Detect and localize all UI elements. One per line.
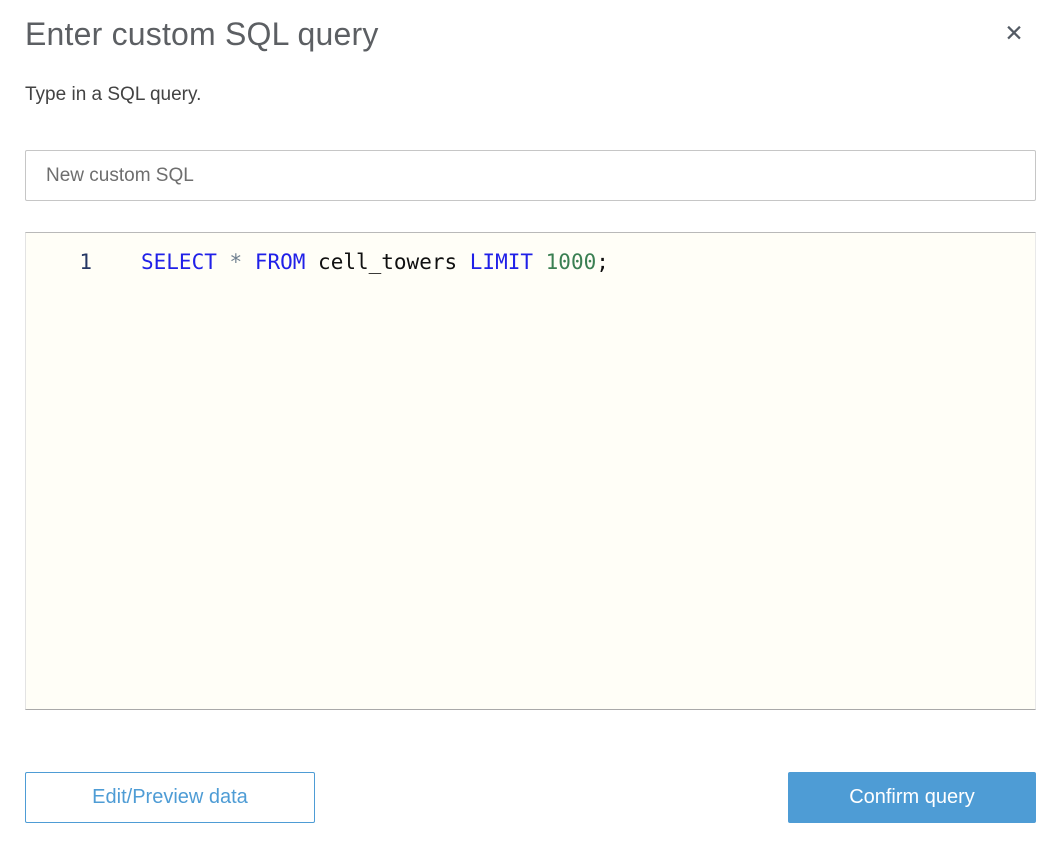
line-number: 1: [79, 250, 92, 274]
code-token-plain: [533, 250, 546, 274]
edit-preview-data-button[interactable]: Edit/Preview data: [25, 772, 315, 823]
close-icon[interactable]: ✕: [999, 18, 1029, 48]
code-token-keyword: LIMIT: [469, 250, 533, 274]
code-line-content: SELECT * FROM cell_towers LIMIT 1000;: [141, 248, 609, 276]
dialog-footer: Edit/Preview data Confirm query: [25, 772, 1036, 823]
query-name-input[interactable]: [25, 150, 1036, 201]
code-token-plain: ;: [596, 250, 609, 274]
dialog-title: Enter custom SQL query: [25, 16, 379, 52]
code-token-keyword: FROM: [254, 250, 306, 274]
code-token-keyword: SELECT: [141, 250, 217, 274]
code-token-operator: *: [229, 250, 243, 274]
code-token-plain: [217, 250, 230, 274]
confirm-query-button[interactable]: Confirm query: [788, 772, 1036, 823]
code-line[interactable]: 1 SELECT * FROM cell_towers LIMIT 1000;: [26, 248, 1035, 276]
code-token-number: 1000: [545, 250, 597, 274]
dialog-subtitle: Type in a SQL query.: [25, 84, 202, 105]
code-token-plain: cell_towers: [305, 250, 470, 274]
code-token-plain: [242, 250, 255, 274]
sql-editor[interactable]: 1 SELECT * FROM cell_towers LIMIT 1000;: [25, 232, 1036, 710]
